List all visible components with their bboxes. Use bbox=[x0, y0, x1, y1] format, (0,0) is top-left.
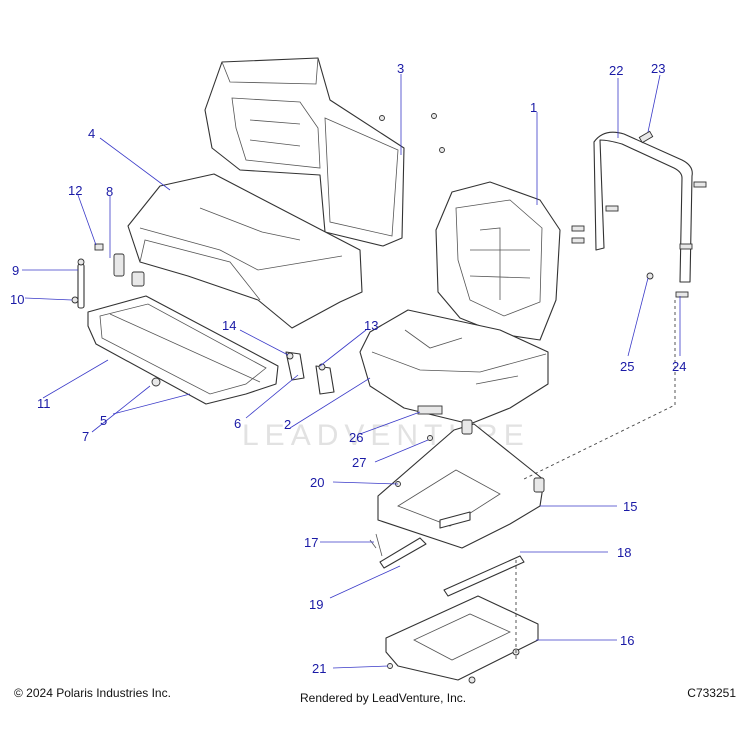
callout-22: 22 bbox=[609, 63, 623, 78]
callout-21: 21 bbox=[312, 661, 326, 676]
callout-27: 27 bbox=[352, 455, 366, 470]
bench-seat-bottom bbox=[127, 173, 363, 329]
bench-seat-back bbox=[204, 57, 405, 247]
callout-25: 25 bbox=[620, 359, 634, 374]
callout-2: 2 bbox=[284, 417, 291, 432]
copyright-text: © 2024 Polaris Industries Inc. bbox=[14, 686, 171, 700]
grab-bar bbox=[571, 130, 707, 298]
mounting-plate bbox=[385, 595, 539, 684]
bucket-seat-bottom bbox=[359, 309, 549, 425]
leader-lines bbox=[22, 74, 681, 669]
return-spring bbox=[369, 533, 383, 557]
bench-frame bbox=[87, 295, 279, 405]
callout-24: 24 bbox=[672, 359, 686, 374]
callout-17: 17 bbox=[304, 535, 318, 550]
callout-6: 6 bbox=[234, 416, 241, 431]
alignment-line bbox=[521, 300, 676, 481]
callout-12: 12 bbox=[68, 183, 82, 198]
callout-13: 13 bbox=[364, 318, 378, 333]
callout-18: 18 bbox=[617, 545, 631, 560]
callout-5: 5 bbox=[100, 413, 107, 428]
callout-4: 4 bbox=[88, 126, 95, 141]
callout-16: 16 bbox=[620, 633, 634, 648]
callout-3: 3 bbox=[397, 61, 404, 76]
seat-brackets bbox=[113, 253, 335, 395]
callout-15: 15 bbox=[623, 499, 637, 514]
rendered-by-text: Rendered by LeadVenture, Inc. bbox=[300, 691, 467, 705]
callout-1: 1 bbox=[530, 100, 537, 115]
seat-base-plate bbox=[377, 419, 545, 549]
slider-rails bbox=[369, 511, 525, 597]
callout-11: 11 bbox=[37, 396, 51, 411]
callout-7: 7 bbox=[82, 429, 89, 444]
bucket-seat-back bbox=[435, 181, 561, 341]
callout-14: 14 bbox=[222, 318, 236, 333]
callout-26: 26 bbox=[349, 430, 363, 445]
gas-strut bbox=[71, 243, 104, 309]
callout-labels: 1 2 3 4 5 6 7 8 9 10 11 12 13 14 15 16 1… bbox=[10, 61, 686, 676]
callout-20: 20 bbox=[310, 475, 324, 490]
callout-8: 8 bbox=[106, 184, 113, 199]
callout-9: 9 bbox=[12, 263, 19, 278]
callout-19: 19 bbox=[309, 597, 323, 612]
callout-10: 10 bbox=[10, 292, 24, 307]
diagram-id: C733251 bbox=[687, 686, 736, 700]
rubber-bumper bbox=[151, 377, 161, 387]
fasteners bbox=[379, 113, 445, 669]
callout-23: 23 bbox=[651, 61, 665, 76]
